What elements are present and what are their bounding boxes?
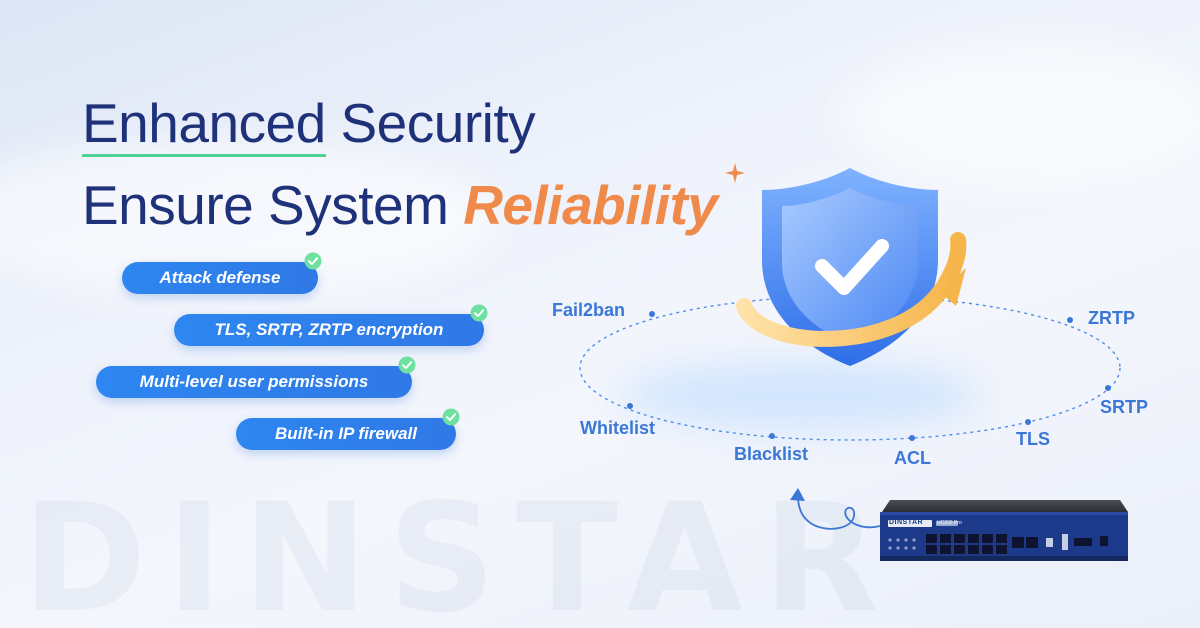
feature-pill-attack-defense: Attack defense xyxy=(122,252,322,294)
headline-line-1-rest: Security xyxy=(340,92,536,154)
feature-pill-ip-firewall: Built-in IP firewall xyxy=(236,408,460,450)
feature-pill-encryption: TLS, SRTP, ZRTP encryption xyxy=(174,304,488,346)
ring-dot xyxy=(1067,317,1073,323)
ring-label-acl: ACL xyxy=(894,448,931,468)
ring-dot xyxy=(769,433,775,439)
security-ring xyxy=(579,295,1121,441)
ring-label-tls: TLS xyxy=(1016,429,1050,449)
ring-dot xyxy=(1105,385,1111,391)
headline-line-2: Ensure System Reliability xyxy=(82,178,718,233)
headline-underline xyxy=(82,154,326,157)
check-circle-icon xyxy=(470,304,488,322)
brand-watermark: DINSTAR xyxy=(22,472,899,628)
headline-accent-word: Reliability xyxy=(463,174,718,236)
ring-label-srtp: SRTP xyxy=(1100,397,1149,417)
ring-label-whitelist: Whitelist xyxy=(580,418,655,438)
background-mist-center xyxy=(620,360,980,430)
feature-pill-label: TLS, SRTP, ZRTP encryption xyxy=(214,320,444,339)
shield-check-icon xyxy=(736,168,967,366)
headline-line-2-plain: Ensure System xyxy=(82,174,449,236)
sparkle-icon xyxy=(725,163,745,183)
curly-arrow-icon xyxy=(790,488,881,530)
ring-dot xyxy=(649,311,655,317)
ring-dot xyxy=(1025,419,1031,425)
ring-label-fail2ban: Fail2ban xyxy=(552,300,626,320)
check-circle-icon xyxy=(442,408,460,426)
headline-underlined-text: Enhanced xyxy=(82,92,326,154)
ring-label-zrtp: ZRTP xyxy=(1088,308,1135,328)
feature-pill-label: Multi-level user permissions xyxy=(139,372,369,391)
check-circle-icon xyxy=(304,252,322,270)
check-circle-icon xyxy=(398,356,416,374)
headline-underlined-word: Enhanced xyxy=(82,96,326,157)
feature-pill-label: Attack defense xyxy=(159,268,281,287)
ring-dot xyxy=(909,435,915,441)
feature-pill-label: Built-in IP firewall xyxy=(275,424,417,443)
device-brand-label: DINSTAR xyxy=(889,519,924,526)
feature-pill-user-permissions: Multi-level user permissions xyxy=(96,356,416,398)
ring-label-blacklist: Blacklist xyxy=(734,444,809,464)
background-mist-right xyxy=(840,40,1200,190)
appliance-device xyxy=(880,500,1128,561)
device-model-label: UC200 Pro xyxy=(937,520,962,526)
headline-line-1: Enhanced Security xyxy=(82,96,536,157)
ring-dot xyxy=(627,403,633,409)
